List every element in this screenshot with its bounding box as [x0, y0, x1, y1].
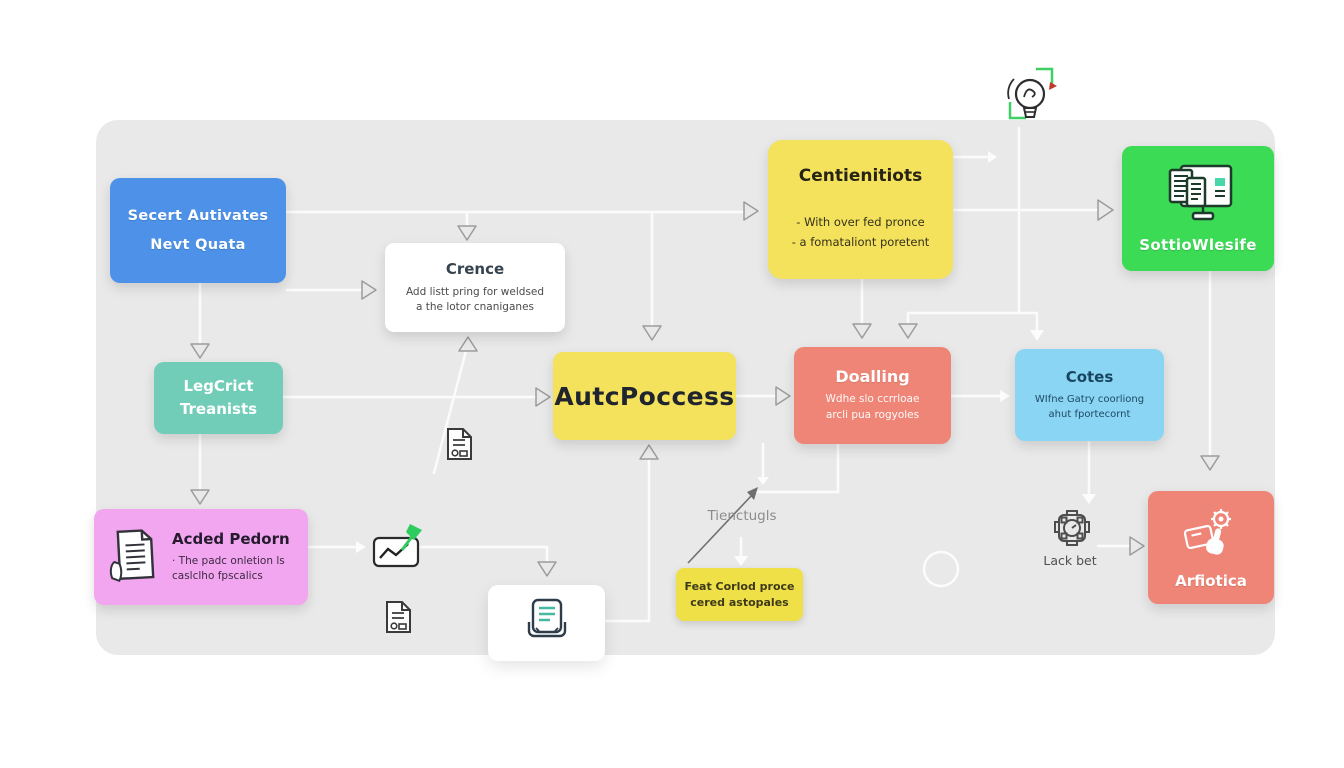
document-icon	[383, 599, 413, 639]
node-title-line: LegCrict	[183, 376, 254, 395]
annotation-label-lack-bet: Lack bet	[1043, 553, 1097, 568]
annotation-label-tienctugls: Tienctugls	[707, 508, 777, 524]
node-feat-corlod[interactable]: Feat Corlod proce cered astopales	[676, 568, 803, 621]
node-title-line: Nevt Quata	[150, 237, 246, 253]
node-bullet: - a fomataliont poretent	[791, 235, 930, 249]
trend-chart-icon	[368, 518, 424, 574]
node-text-line: cered astopales	[690, 595, 789, 609]
monitor-documents-icon	[1159, 163, 1237, 229]
document-icon	[107, 525, 161, 589]
gear-icon	[1050, 506, 1094, 556]
node-title: Centienitiots	[798, 166, 923, 187]
node-title: AutcPoccess	[554, 381, 735, 411]
node-bullet: - With over fed pronce	[796, 215, 925, 230]
node-arfiotica[interactable]: Arfiotica	[1148, 491, 1274, 604]
lightbulb-refresh-icon	[1000, 64, 1062, 134]
node-title-line: Treanists	[179, 400, 258, 418]
node-description-line: · The padc onletion ls	[172, 554, 285, 567]
node-description-line: Wdhe slo ccrrloae	[825, 393, 920, 406]
node-title: Doalling	[835, 367, 910, 387]
node-description-line: arcli pua rogyoles	[825, 409, 920, 421]
node-title-line: Secert Autivates	[127, 208, 269, 224]
node-cotes[interactable]: Cotes WIfne Gatry coorliong ahut fportec…	[1015, 349, 1164, 441]
printer-card[interactable]	[488, 585, 605, 661]
node-secert-autivates[interactable]: Secert Autivates Nevt Quata	[110, 178, 286, 283]
node-sottiowlesife[interactable]: SottioWlesife	[1122, 146, 1274, 271]
node-crence[interactable]: Crence Add listt pring for weldsed a the…	[385, 243, 565, 332]
node-title: Acded Pedorn	[172, 529, 290, 548]
node-title: Arfiotica	[1175, 571, 1247, 590]
node-legcrict-treanists[interactable]: LegCrict Treanists	[154, 362, 283, 434]
node-description-line: ahut fportecornt	[1048, 409, 1131, 420]
node-description-line: caslclho fpscalics	[172, 570, 263, 582]
node-description-line: Add listt pring for weldsed	[405, 285, 545, 298]
node-text-line: Feat Corlod proce	[684, 579, 795, 593]
node-doalling[interactable]: Doalling Wdhe slo ccrrloae arcli pua rog…	[794, 347, 951, 444]
document-icon	[444, 426, 474, 466]
node-description-line: a the lotor cnaniganes	[416, 301, 534, 313]
node-acded-pedorn[interactable]: Acded Pedorn · The padc onletion ls casl…	[94, 509, 308, 605]
node-title: Crence	[445, 259, 505, 278]
click-gear-icon	[1179, 506, 1243, 568]
node-autpoccess[interactable]: AutcPoccess	[553, 352, 736, 440]
node-title: SottioWlesife	[1139, 236, 1257, 254]
printer-icon	[521, 595, 573, 651]
node-description-line: WIfne Gatry coorliong	[1034, 394, 1145, 405]
node-title: Cotes	[1065, 368, 1114, 386]
node-centienitiots[interactable]: Centienitiots - With over fed pronce - a…	[768, 140, 953, 279]
